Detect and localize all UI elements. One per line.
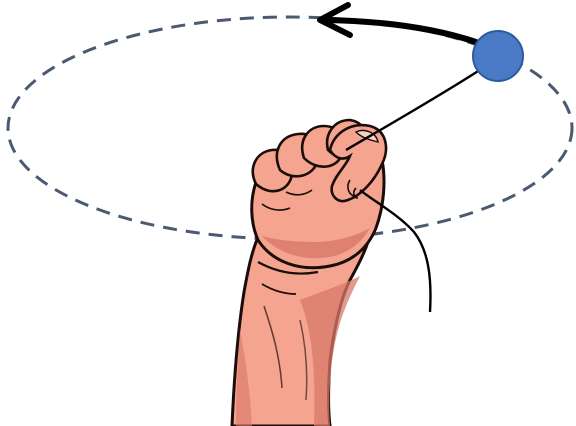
ball-icon [473, 31, 523, 81]
string-to-ball [346, 66, 486, 150]
fist-hand-illustration [232, 120, 386, 426]
